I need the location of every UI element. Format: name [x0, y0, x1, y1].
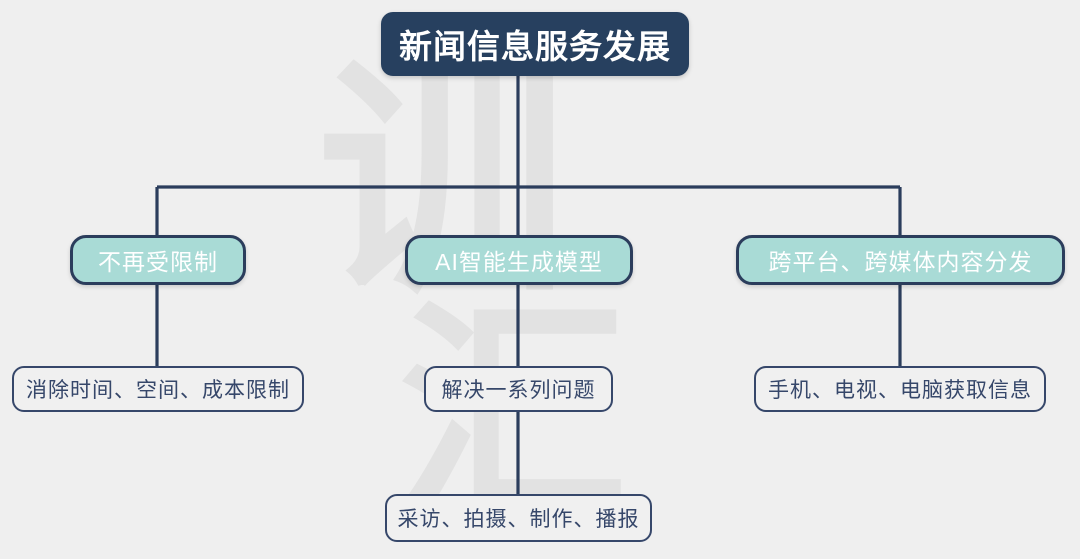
leaf-node-right-label: 手机、电视、电脑获取信息: [768, 379, 1032, 402]
branch-node-right[interactable]: 跨平台、跨媒体内容分发: [736, 235, 1065, 285]
branch-node-center-label: AI智能生成模型: [435, 249, 603, 275]
watermark-bottom-character: 汇: [398, 281, 629, 548]
branch-node-right-label: 跨平台、跨媒体内容分发: [768, 249, 1033, 275]
root-node[interactable]: 新闻信息服务发展: [381, 12, 689, 76]
root-node-label: 新闻信息服务发展: [399, 28, 671, 65]
leaf-node-center-first-label: 解决一系列问题: [441, 379, 596, 402]
leaf-node-center-second-label: 采访、拍摄、制作、播报: [397, 508, 640, 531]
leaf-node-center-first[interactable]: 解决一系列问题: [424, 366, 613, 412]
branch-node-left[interactable]: 不再受限制: [70, 235, 246, 285]
leaf-node-right[interactable]: 手机、电视、电脑获取信息: [754, 366, 1046, 412]
branch-node-center[interactable]: AI智能生成模型: [405, 235, 633, 285]
leaf-node-center-second[interactable]: 采访、拍摄、制作、播报: [385, 494, 652, 542]
leaf-node-left-label: 消除时间、空间、成本限制: [26, 379, 290, 402]
branch-node-left-label: 不再受限制: [98, 249, 218, 275]
leaf-node-left[interactable]: 消除时间、空间、成本限制: [12, 366, 304, 412]
